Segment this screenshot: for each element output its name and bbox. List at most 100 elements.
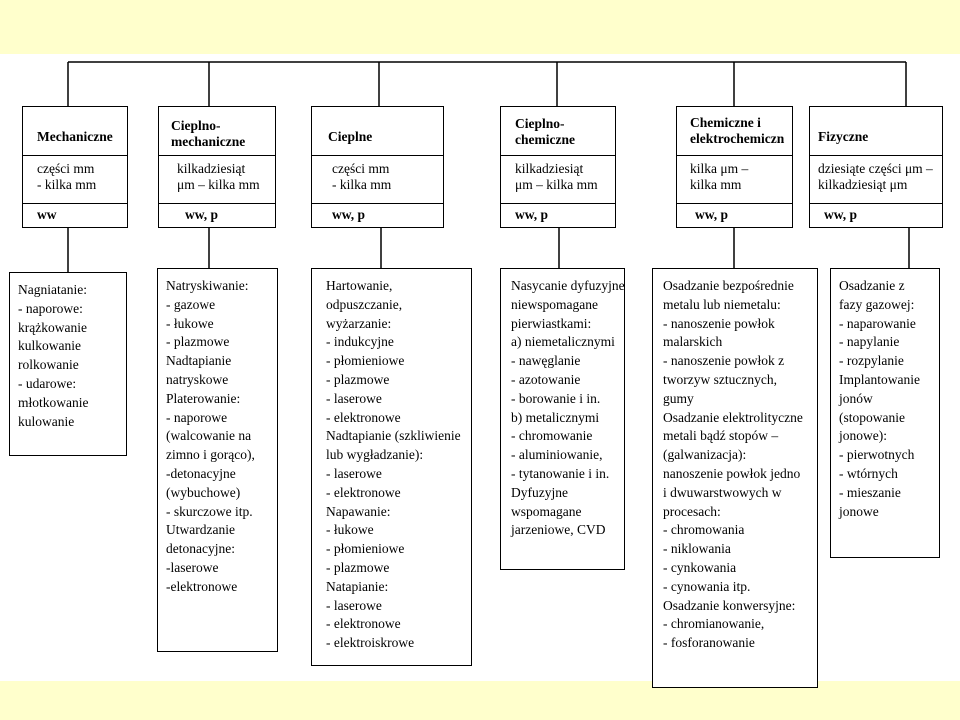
method-line: metali bądź stopów – [663, 428, 779, 444]
category-thickness: części mm - kilka mm [23, 155, 127, 203]
method-line: kulkowanie [18, 338, 81, 354]
method-line: gumy [663, 390, 694, 406]
method-line: kulowanie [18, 413, 75, 429]
method-line: Utwardzanie [166, 522, 235, 538]
methods-box-fizyczne: Osadzanie z fazy gazowej: - naparowanie … [830, 268, 940, 558]
method-line: (walcowanie na [166, 428, 252, 444]
method-line: Natryskiwanie: [166, 278, 249, 293]
method-line: - rozpylanie [839, 353, 904, 369]
method-line: i dwuwarstwowych w [663, 484, 782, 500]
method-line: Osadzanie konwersyjne: [663, 597, 796, 613]
method-line: -laserowe [166, 559, 219, 575]
method-line: Nagniatanie: [18, 282, 87, 297]
method-line: nanoszenie powłok jedno [663, 465, 801, 481]
category-type: ww [23, 203, 127, 227]
method-line: tworzyw sztucznych, [663, 371, 777, 387]
category-title: Chemiczne i elektrochemiczn [690, 115, 785, 146]
category-thickness: kilkadziesiąt μm – kilka mm [159, 155, 275, 203]
method-line: pierwiastkami: [511, 315, 592, 331]
method-line: metalu lub niemetalu: [663, 296, 781, 312]
method-line: jonów [839, 390, 873, 406]
category-type: ww, p [312, 203, 443, 227]
method-line: (stopowanie [839, 409, 905, 425]
method-line: - naporowe: [18, 300, 83, 316]
method-line: Nadtapianie [166, 353, 232, 369]
methods-box-cieplne: Hartowanie, odpuszczanie, wyżarzanie: - … [311, 268, 472, 666]
category-type: ww, p [501, 203, 615, 227]
method-line: - chromianowanie, [663, 616, 765, 632]
method-line: krążkowanie [18, 319, 87, 335]
category-type: ww, p [159, 203, 275, 227]
category-box-cieplno-chemiczne: Cieplno- chemiczne kilkadziesiąt μm – ki… [500, 106, 616, 228]
method-line: - borowanie i in. [511, 390, 601, 406]
methods-box-chemiczne-elektrochemiczne: Osadzanie bezpośrednie metalu lub niemet… [652, 268, 818, 688]
category-title: Cieplne [328, 129, 373, 144]
method-line: - azotowanie [511, 371, 581, 387]
method-line: - pierwotnych [839, 447, 915, 463]
category-thickness: kilkadziesiąt μm – kilka mm [501, 155, 615, 203]
method-line: - naparowanie [839, 315, 916, 331]
method-line: - płomieniowe [326, 353, 405, 369]
top-band [0, 0, 960, 54]
category-box-cieplne: Cieplne części mm - kilka mm ww, p [311, 106, 444, 228]
method-line: Napawanie: [326, 503, 391, 519]
method-line: - nanoszenie powłok z [663, 353, 785, 369]
category-thickness: części mm - kilka mm [312, 155, 443, 203]
method-line: Hartowanie, [326, 278, 393, 293]
method-line: b) metalicznymi [511, 409, 600, 425]
method-line: (galwanizacja): [663, 447, 747, 463]
method-line: detonacyjne: [166, 541, 235, 557]
method-line: - cynowania itp. [663, 578, 751, 594]
method-line: Platerowanie: [166, 390, 241, 406]
methods-box-mechaniczne: Nagniatanie: - naporowe: krążkowanie kul… [9, 272, 127, 456]
method-line: - skurczowe itp. [166, 503, 253, 519]
method-line: - gazowe [166, 296, 216, 312]
method-line: - elektronowe [326, 616, 401, 632]
method-line: - elektroiskrowe [326, 635, 415, 651]
method-line: - plazmowe [326, 559, 390, 575]
category-type: ww, p [677, 203, 792, 227]
method-line: - laserowe [326, 597, 382, 613]
method-line: wspomagane [511, 503, 582, 519]
method-line: Osadzanie z [839, 278, 905, 293]
category-box-chemiczne-elektrochemiczne: Chemiczne i elektrochemiczn kilka μm – k… [676, 106, 793, 228]
method-line: - napylanie [839, 334, 900, 350]
category-box-mechaniczne: Mechaniczne części mm - kilka mm ww [22, 106, 128, 228]
category-title: Fizyczne [818, 129, 869, 144]
method-line: - niklowania [663, 541, 731, 557]
method-line: procesach: [663, 503, 721, 519]
category-thickness: kilka μm – kilka mm [677, 155, 792, 203]
method-line: rolkowanie [18, 357, 79, 373]
method-line: Dyfuzyjne [511, 484, 568, 500]
methods-box-cieplno-mechaniczne: Natryskiwanie: - gazowe - łukowe - plazm… [157, 268, 278, 652]
method-line: lub wygładzanie): [326, 447, 424, 463]
method-line: - elektronowe [326, 409, 401, 425]
method-line: -elektronowe [166, 578, 238, 594]
method-line: - udarowe: [18, 375, 77, 391]
method-line: Nadtapianie (szkliwienie [326, 428, 461, 444]
method-line: fazy gazowej: [839, 296, 915, 312]
method-line: - nanoszenie powłok [663, 315, 775, 331]
method-line: -detonacyjne [166, 465, 236, 481]
method-line: Osadzanie elektrolityczne [663, 409, 803, 425]
method-line: Natapianie: [326, 578, 389, 594]
category-title: Cieplno- chemiczne [515, 116, 575, 147]
method-line: - mieszanie [839, 484, 901, 500]
method-line: Osadzanie bezpośrednie [663, 278, 794, 293]
method-line: - indukcyjne [326, 334, 394, 350]
method-line: - aluminiowanie, [511, 447, 603, 463]
method-line: - łukowe [166, 315, 214, 331]
category-thickness: dziesiąte części μm – kilkadziesiąt μm [810, 155, 942, 203]
method-line: - płomieniowe [326, 541, 405, 557]
method-line: wyżarzanie: [326, 315, 392, 331]
method-line: - laserowe [326, 465, 382, 481]
method-line: niewspomagane [511, 296, 598, 312]
method-line: - łukowe [326, 522, 374, 538]
methods-box-cieplno-chemiczne: Nasycanie dyfuzyjne niewspomagane pierwi… [500, 268, 625, 570]
method-line: natryskowe [166, 371, 229, 387]
method-line: - laserowe [326, 390, 382, 406]
method-line: - chromowania [663, 522, 745, 538]
method-line: zimno i gorąco), [166, 447, 255, 463]
method-line: - naporowe [166, 409, 228, 425]
